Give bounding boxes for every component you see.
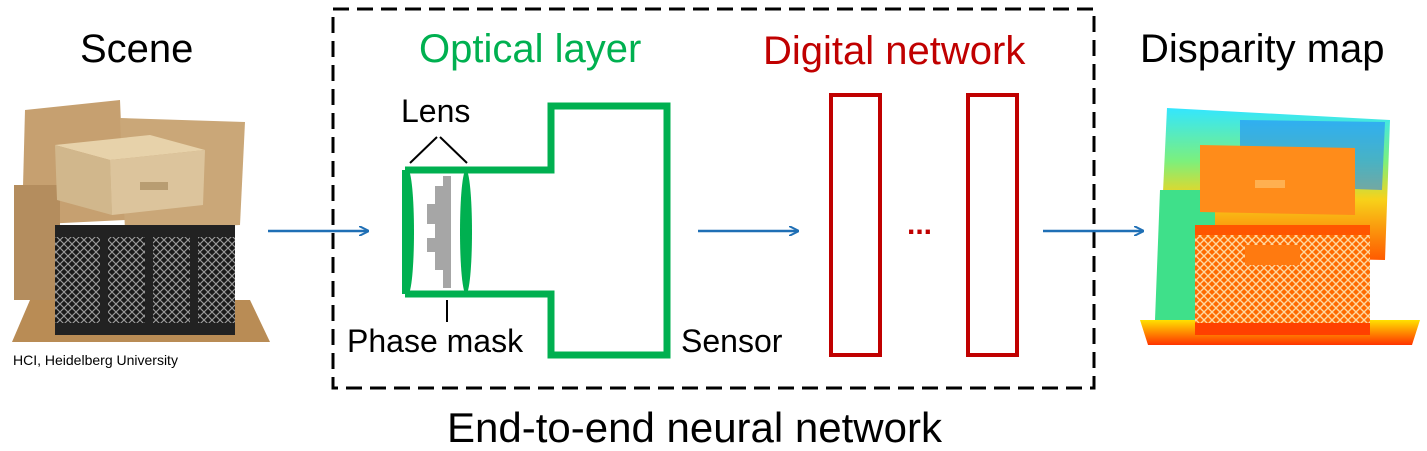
- lens-label: Lens: [401, 93, 471, 129]
- camera-body: [405, 102, 671, 359]
- network-layer-first: [829, 93, 882, 357]
- lens-pointer-right: [439, 136, 468, 164]
- scene-image: [12, 100, 270, 342]
- end-to-end-box: [331, 7, 1096, 390]
- lens-pointer-left: [409, 136, 438, 164]
- phase-mask-label: Phase mask: [347, 323, 524, 359]
- rear-lens: [460, 170, 472, 294]
- scene-title: Scene: [80, 27, 194, 71]
- disparity-map-image: [1140, 108, 1420, 345]
- digital-network-title: Digital network: [763, 29, 1026, 73]
- network-ellipsis: ...: [907, 208, 933, 241]
- optical-layer-title: Optical layer: [419, 27, 642, 71]
- disparity-map-title: Disparity map: [1140, 27, 1385, 71]
- end-to-end-caption: End-to-end neural network: [447, 404, 942, 451]
- sensor-label: Sensor: [681, 323, 783, 359]
- image-credit: HCI, Heidelberg University: [13, 352, 178, 368]
- network-layer-last: [966, 93, 1019, 357]
- front-lens: [402, 170, 414, 294]
- phase-mask: [427, 176, 451, 288]
